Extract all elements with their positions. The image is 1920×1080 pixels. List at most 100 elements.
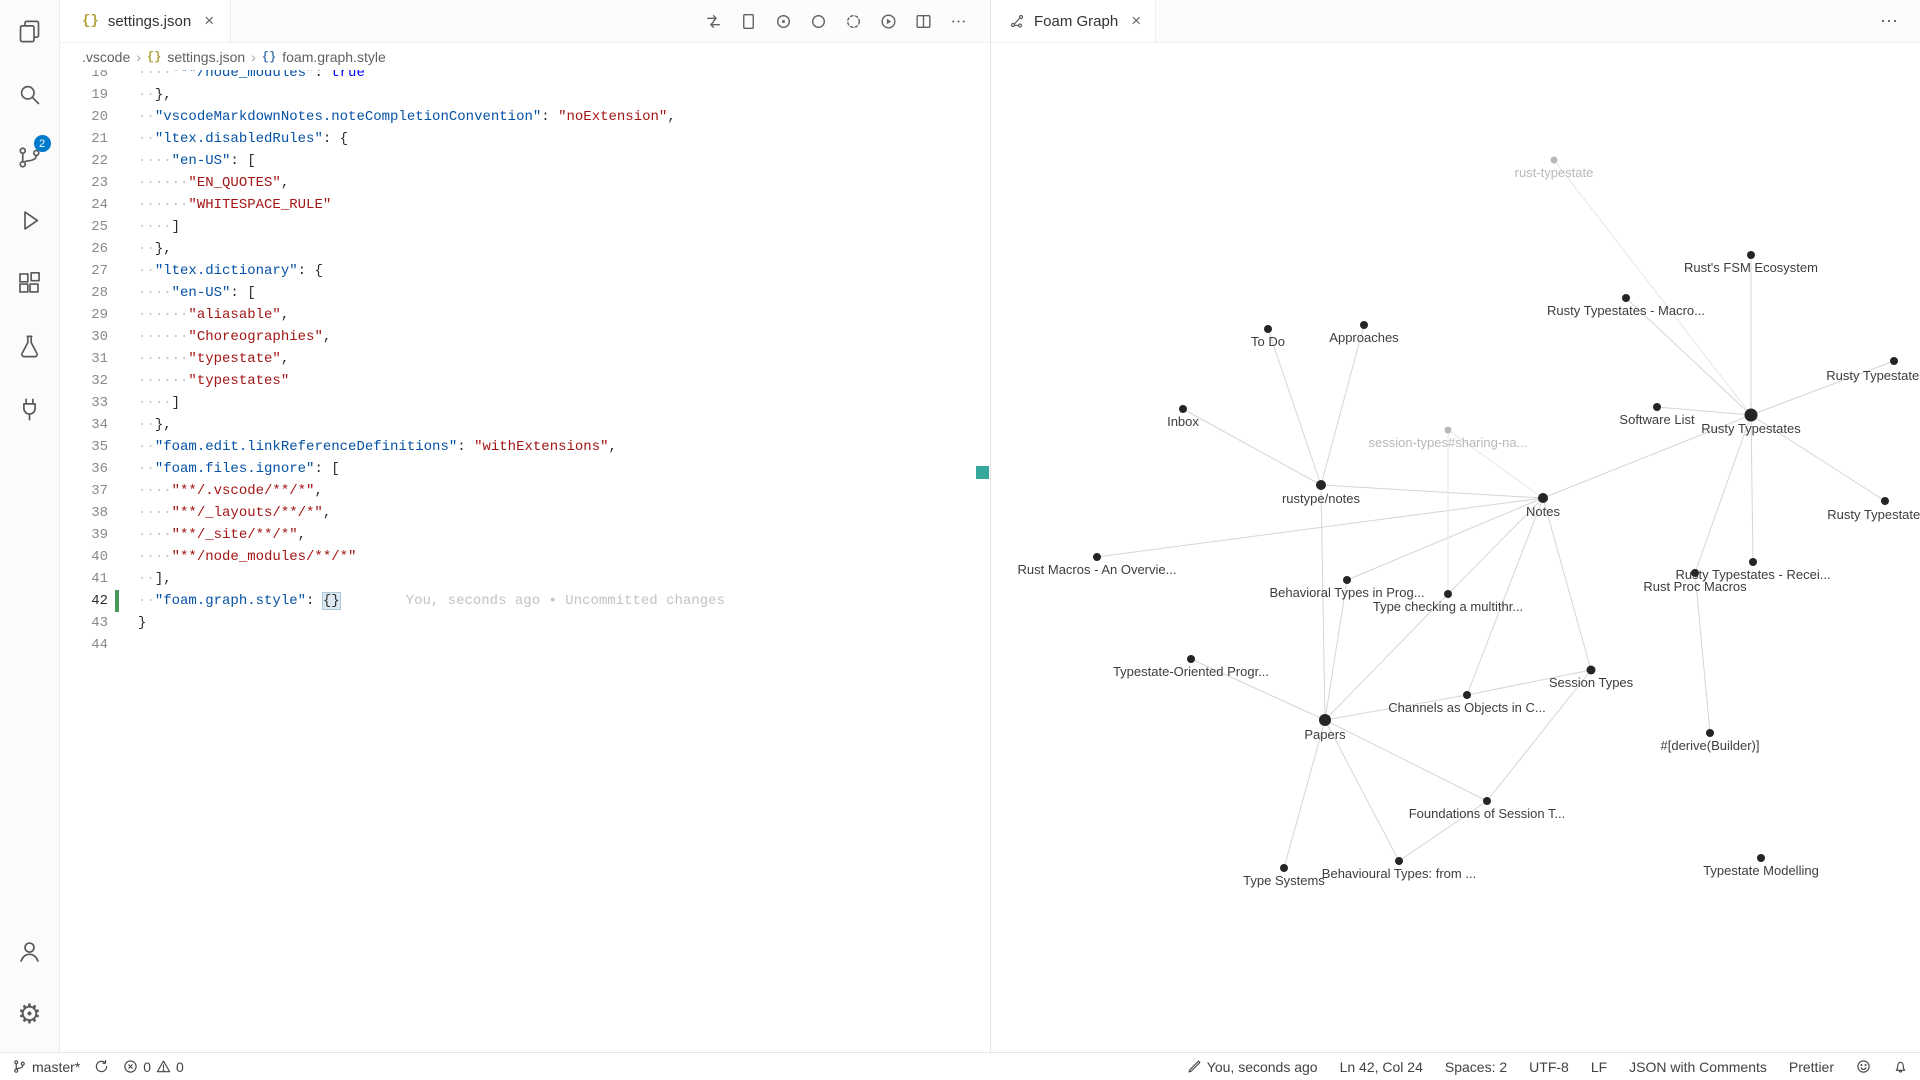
code-line[interactable]: 38····"**/_layouts/**/*", <box>60 502 990 524</box>
code-line[interactable]: 39····"**/_site/**/*", <box>60 524 990 546</box>
run-icon[interactable] <box>878 11 898 31</box>
dashed-circle-icon[interactable] <box>843 11 863 31</box>
feedback-button[interactable] <box>1856 1059 1871 1074</box>
testing-icon[interactable] <box>0 315 60 378</box>
graph-label-papers[interactable]: Papers <box>1304 727 1346 742</box>
graph-label-type-checking[interactable]: Type checking a multithr... <box>1373 599 1523 614</box>
circle-icon[interactable] <box>808 11 828 31</box>
graph-label-rust-proc[interactable]: Rust Proc Macros <box>1643 579 1747 594</box>
graph-label-typestate-modelling[interactable]: Typestate Modelling <box>1703 863 1819 878</box>
graph-node-type-checking[interactable] <box>1444 590 1452 598</box>
code-line[interactable]: 26··}, <box>60 238 990 260</box>
tab-settings-json[interactable]: {} settings.json × <box>60 0 232 42</box>
graph-label-rusty-macro[interactable]: Rusty Typestates - Macro... <box>1547 303 1705 318</box>
graph-label-approaches[interactable]: Approaches <box>1329 330 1399 345</box>
graph-node-todo[interactable] <box>1264 325 1272 333</box>
graph-node-rust-macros[interactable] <box>1093 553 1101 561</box>
graph-node-foundations[interactable] <box>1483 797 1491 805</box>
graph-node-rusty-hub[interactable] <box>1744 408 1758 422</box>
graph-label-rustype-notes[interactable]: rustype/notes <box>1282 491 1361 506</box>
code-line[interactable]: 24······"WHITESPACE_RULE" <box>60 194 990 216</box>
graph-label-behavioural-from[interactable]: Behavioural Types: from ... <box>1322 866 1476 881</box>
blame-status[interactable]: You, seconds ago <box>1187 1059 1318 1075</box>
search-icon[interactable] <box>0 63 60 126</box>
graph-label-session-types[interactable]: session-types#sharing-na... <box>1369 435 1528 450</box>
graph-label-session-types-node[interactable]: Session Types <box>1549 675 1634 690</box>
graph-node-rustype-notes[interactable] <box>1316 480 1326 490</box>
target-icon[interactable] <box>773 11 793 31</box>
graph-node-approaches[interactable] <box>1360 321 1368 329</box>
language-mode[interactable]: JSON with Comments <box>1629 1059 1767 1075</box>
split-editor-icon[interactable] <box>913 11 933 31</box>
graph-node-rusty-mid-right[interactable] <box>1881 497 1889 505</box>
code-line[interactable]: 22····"en-US": [ <box>60 150 990 172</box>
graph-node-inbox[interactable] <box>1179 405 1187 413</box>
source-control-icon[interactable]: 2 <box>0 126 60 189</box>
graph-node-typestate-oriented[interactable] <box>1187 655 1195 663</box>
graph-node-session-types-node[interactable] <box>1586 665 1596 675</box>
graph-label-software-list[interactable]: Software List <box>1619 412 1695 427</box>
code-line[interactable]: 31······"typestate", <box>60 348 990 370</box>
code-line[interactable]: 32······"typestates" <box>60 370 990 392</box>
eol-status[interactable]: LF <box>1591 1059 1607 1075</box>
breadcrumb-folder[interactable]: .vscode <box>82 48 131 65</box>
graph-node-type-systems[interactable] <box>1280 864 1288 872</box>
code-line[interactable]: 25····] <box>60 216 990 238</box>
code-line[interactable]: 43} <box>60 612 990 634</box>
graph-label-channels[interactable]: Channels as Objects in C... <box>1388 700 1546 715</box>
code-line[interactable]: 28····"en-US": [ <box>60 282 990 304</box>
code-line[interactable]: 42··"foam.graph.style": {}You, seconds a… <box>60 590 990 612</box>
code-line[interactable]: 40····"**/node_modules/**/*" <box>60 546 990 568</box>
code-line[interactable]: 41··], <box>60 568 990 590</box>
more-actions-icon[interactable] <box>948 11 968 31</box>
code-line[interactable]: 19··}, <box>60 84 990 106</box>
formatter-status[interactable]: Prettier <box>1789 1059 1834 1075</box>
graph-label-foundations[interactable]: Foundations of Session T... <box>1409 806 1566 821</box>
graph-node-fsm[interactable] <box>1747 251 1755 259</box>
sync-button[interactable] <box>94 1059 109 1074</box>
graph-node-behavioral[interactable] <box>1343 576 1351 584</box>
graph-node-papers[interactable] <box>1319 714 1331 726</box>
graph-node-rusty-top-right[interactable] <box>1890 357 1898 365</box>
graph-node-behavioural-from[interactable] <box>1395 857 1403 865</box>
graph-label-derive-builder[interactable]: #[derive(Builder)] <box>1661 738 1760 753</box>
code-line[interactable]: 44 <box>60 634 990 656</box>
panel-tab-close-icon[interactable]: × <box>1131 11 1142 30</box>
account-icon[interactable] <box>0 920 60 983</box>
graph-label-rusty-hub[interactable]: Rusty Typestates <box>1701 421 1801 436</box>
code-line[interactable]: 23······"EN_QUOTES", <box>60 172 990 194</box>
code-line[interactable]: 37····"**/.vscode/**/*", <box>60 480 990 502</box>
graph-node-channels[interactable] <box>1463 691 1471 699</box>
graph-label-rusty-recei[interactable]: Rusty Typestates - Recei... <box>1675 567 1830 582</box>
problems-status[interactable]: 0 0 <box>123 1059 184 1075</box>
code-line[interactable]: 35··"foam.edit.linkReferenceDefinitions"… <box>60 436 990 458</box>
graph-label-rusty-top-right[interactable]: Rusty Typestates <box>1826 368 1920 383</box>
breadcrumb-file[interactable]: settings.json <box>167 48 246 65</box>
graph-label-rusty-mid-right[interactable]: Rusty Typestates - <box>1827 507 1920 522</box>
graph-node-rust-typestate[interactable] <box>1550 156 1558 164</box>
explorer-icon[interactable] <box>0 0 60 63</box>
cursor-position[interactable]: Ln 42, Col 24 <box>1340 1059 1423 1075</box>
graph-node-typestate-modelling[interactable] <box>1757 854 1765 862</box>
graph-node-rusty-macro[interactable] <box>1622 294 1630 302</box>
code-line[interactable]: 21··"ltex.disabledRules": { <box>60 128 990 150</box>
compare-icon[interactable] <box>703 11 723 31</box>
code-line[interactable]: 20··"vscodeMarkdownNotes.noteCompletionC… <box>60 106 990 128</box>
graph-label-fsm[interactable]: Rust's FSM Ecosystem <box>1684 260 1818 275</box>
graph-node-rusty-recei[interactable] <box>1749 558 1757 566</box>
code-line[interactable]: 33····] <box>60 392 990 414</box>
graph-node-session-types[interactable] <box>1444 426 1452 434</box>
code-line[interactable]: 34··}, <box>60 414 990 436</box>
panel-more-actions-icon[interactable]: ⋯ <box>1880 10 1900 31</box>
graph-label-notes[interactable]: Notes <box>1526 504 1560 519</box>
tab-close-icon[interactable]: × <box>204 11 215 30</box>
graph-label-behavioral[interactable]: Behavioral Types in Prog... <box>1269 585 1424 600</box>
graph-label-rust-typestate[interactable]: rust-typestate <box>1515 165 1594 180</box>
remote-explorer-icon[interactable] <box>0 378 60 441</box>
graph-label-todo[interactable]: To Do <box>1251 334 1285 349</box>
graph-node-software-list[interactable] <box>1653 403 1661 411</box>
graph-label-typestate-oriented[interactable]: Typestate-Oriented Progr... <box>1113 664 1269 679</box>
settings-gear-icon[interactable]: ⚙ <box>17 999 42 1029</box>
code-line[interactable]: 30······"Choreographies", <box>60 326 990 348</box>
